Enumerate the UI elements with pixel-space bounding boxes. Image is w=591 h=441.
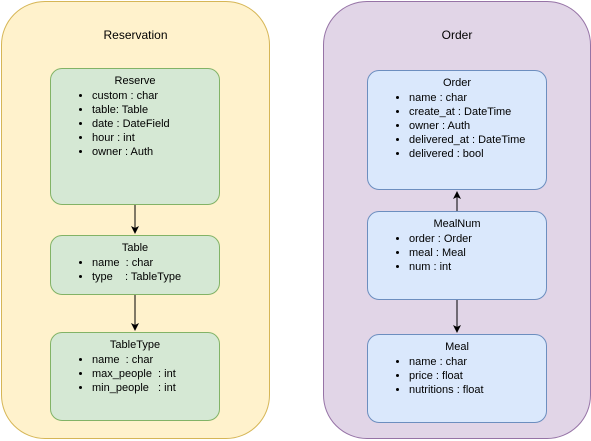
order-entity[interactable]: Order name : char create_at : DateTime o… (367, 70, 547, 190)
tabletype-field: min_people : int (92, 381, 219, 395)
meal-field: price : float (409, 369, 546, 383)
reserve-field: date : DateField (92, 117, 219, 131)
order-field: owner : Auth (409, 119, 546, 133)
tabletype-field: name : char (92, 353, 219, 367)
order-field: delivered_at : DateTime (409, 133, 546, 147)
order-entity-title: Order (442, 77, 472, 89)
reserve-field: table: Table (92, 103, 219, 117)
reservation-title: Reservation (103, 28, 168, 42)
mealnum-field: num : int (409, 260, 546, 274)
tabletype-field: max_people : int (92, 367, 219, 381)
order-field: name : char (409, 91, 546, 105)
meal-entity[interactable]: Meal name : char price : float nutrition… (367, 334, 547, 423)
mealnum-entity-title: MealNum (433, 218, 481, 230)
tabletype-field-list: name : char max_people : int min_people … (51, 353, 219, 395)
reserve-field: owner : Auth (92, 145, 219, 159)
mealnum-field: meal : Meal (409, 246, 546, 260)
order-field: delivered : bool (409, 147, 546, 161)
order-container-title: Order (441, 28, 473, 42)
table-field: type : TableType (92, 270, 219, 284)
tabletype-entity[interactable]: TableType name : char max_people : int m… (50, 332, 220, 421)
tabletype-entity-title: TableType (109, 339, 161, 351)
order-field-list: name : char create_at : DateTime owner :… (368, 91, 546, 161)
reserve-field: custom : char (92, 89, 219, 103)
order-field: create_at : DateTime (409, 105, 546, 119)
mealnum-field: order : Order (409, 232, 546, 246)
reserve-entity[interactable]: Reserve custom : char table: Table date … (50, 68, 220, 205)
table-entity-title: Table (121, 242, 149, 254)
table-entity[interactable]: Table name : char type : TableType (50, 235, 220, 295)
reserve-field-list: custom : char table: Table date : DateFi… (51, 89, 219, 159)
meal-field: name : char (409, 355, 546, 369)
meal-field: nutritions : float (409, 383, 546, 397)
reserve-field: hour : int (92, 131, 219, 145)
meal-field-list: name : char price : float nutritions : f… (368, 355, 546, 397)
mealnum-entity[interactable]: MealNum order : Order meal : Meal num : … (367, 211, 547, 300)
table-field: name : char (92, 256, 219, 270)
meal-entity-title: Meal (445, 341, 469, 353)
mealnum-field-list: order : Order meal : Meal num : int (368, 232, 546, 274)
reserve-entity-title: Reserve (114, 75, 156, 87)
table-field-list: name : char type : TableType (51, 256, 219, 284)
